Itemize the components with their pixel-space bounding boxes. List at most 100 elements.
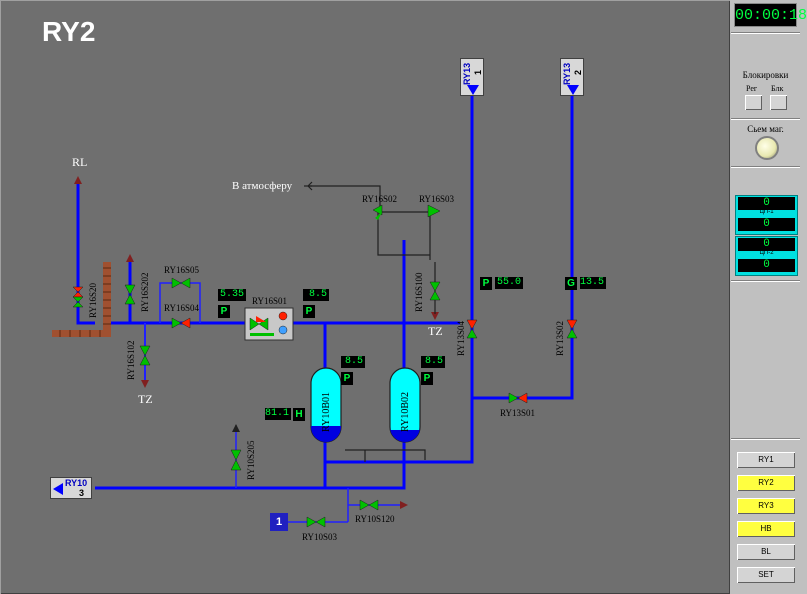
signal-lamp[interactable] [755,136,779,160]
valve-label-ry16s202: RY16S202 [140,272,150,312]
counter-2-top: 0 [738,238,795,251]
source-ry13-1-name: RY13 [462,62,472,85]
s102-arrow [141,380,149,388]
source-ry13-2-name: RY13 [562,62,572,85]
readout-value: 13.5 [580,277,606,289]
valve-label-ry16s02: RY16S02 [362,194,398,204]
signal-label: Сьем маг. [747,124,784,134]
valve-ry13s02[interactable] [566,319,578,339]
atmosphere-arrow [307,181,313,191]
s120-arrow [400,501,408,509]
readout-value: 8.5 [421,356,445,368]
valve-label-ry16s04: RY16S04 [164,303,200,313]
left-arrow-icon [53,483,63,495]
valve-ry16s20[interactable] [72,286,84,308]
valve-label-ry10s03: RY10S03 [302,532,338,542]
counter-1-top: 0 [738,197,795,210]
label-rl: RL [72,155,88,169]
source-ry13-1-num: 1 [473,69,483,75]
source-ry10-3-name: RY10 [65,478,88,488]
reg-button[interactable] [745,95,762,110]
blk-label: Блк [771,84,784,93]
down-arrow-icon [567,85,579,95]
valve-label-ry16s05: RY16S05 [164,265,200,275]
valve-label-ry16s20: RY16S20 [88,282,98,318]
readout-h-b01-tag: H [293,408,305,421]
nav-bl-button[interactable]: BL [737,544,795,560]
nav-ry2-button[interactable]: RY2 [737,475,795,491]
tank-label-ry10b01: RY10B01 [321,391,332,432]
counter-2-bottom: 0 [738,259,795,272]
source-ry13-2[interactable]: RY13 2 [560,58,584,96]
readout-p-s01-left: 5.35 [218,289,246,301]
control-valve-ry16s01[interactable] [244,307,294,341]
readout-g-ry13-2: 13.5 [580,277,606,289]
valve-ry16s202[interactable] [124,284,136,305]
source-ry10-3[interactable]: RY10 3 [50,477,92,499]
counter-1-label: ЦП-1 [759,209,774,215]
divider [731,438,800,440]
wall-hatch [52,262,111,337]
readout-value: 8.5 [341,356,365,368]
readout-g-ry13-2-tag: G [565,277,577,290]
valve-label-ry10s120: RY10S120 [355,514,395,524]
counter-1-bottom: 0 [738,218,795,231]
valve-label-ry16s03: RY16S03 [419,194,455,204]
pipe-network [76,92,574,523]
valve-label-ry13s02: RY13S02 [555,320,565,356]
valve-ry16s05[interactable] [171,277,191,289]
blk-button[interactable] [770,95,787,110]
readout-p-s01-right: 8.5 [303,289,329,301]
nav-ry3-button[interactable]: RY3 [737,498,795,514]
feed-1-box[interactable]: 1 [270,513,288,531]
readout-value: 5.35 [218,289,246,301]
valve-label-ry13s01: RY13S01 [500,408,536,418]
label-tz-mid: TZ [428,324,443,338]
readout-p-s01-right-tag: P [303,305,315,318]
reg-label: Рег [746,84,758,93]
valve-ry10s205[interactable] [230,449,242,471]
nav-set-button[interactable]: SET [737,567,795,583]
s205-arrow [232,424,240,432]
s202-arrow [126,254,134,262]
readout-p-ry13-1: 55.0 [495,277,523,289]
readout-value: 55.0 [495,277,523,289]
source-ry13-1[interactable]: RY13 1 [460,58,484,96]
readout-h-b01: 81.1 [265,408,291,420]
rl-arrow [74,176,82,184]
s100-arrow [431,312,439,320]
valve-ry10s120[interactable] [359,499,379,511]
valve-label-ry13s04: RY13S04 [456,320,466,356]
blocking-label: Блокировки [742,70,789,80]
tank-ry10b01[interactable] [310,367,342,443]
valve-ry16s02[interactable] [372,204,383,220]
divider [731,166,800,168]
valve-ry16s03[interactable] [427,204,441,218]
valve-ry16s102[interactable] [139,345,151,366]
nav-ry1-button[interactable]: RY1 [737,452,795,468]
readout-value: 8.5 [303,289,329,301]
valve-ry10s03[interactable] [306,516,326,528]
label-tz-left: TZ [138,392,153,406]
valve-ry13s01[interactable] [508,392,528,404]
valve-ry16s04[interactable] [171,317,191,329]
valve-ry16s100[interactable] [429,281,441,301]
readout-p-ry13-1-tag: P [480,277,492,290]
down-arrow-icon [467,85,479,95]
valve-label-ry10s205: RY10S205 [246,440,256,480]
valve-ry13s04[interactable] [466,319,478,339]
readout-value: 81.1 [265,408,291,420]
page-title: RY2 [42,16,96,47]
nav-hb-button[interactable]: HB [737,521,795,537]
clock-display: 00:00:18 [734,3,807,27]
valve-label-ry16s100: RY16S100 [414,272,424,312]
valve-label-ry16s01: RY16S01 [252,296,288,306]
counter-1: 0 ЦП-1 0 [735,195,798,235]
process-scheme [52,92,578,528]
divider [731,280,800,282]
tank-ry10b02[interactable] [389,367,421,443]
tank-label-ry10b02: RY10B02 [400,391,411,432]
divider [731,118,800,120]
mnemonic-diagram-panel: RY2 [0,0,730,594]
readout-p-b01: 8.5 [341,356,365,368]
